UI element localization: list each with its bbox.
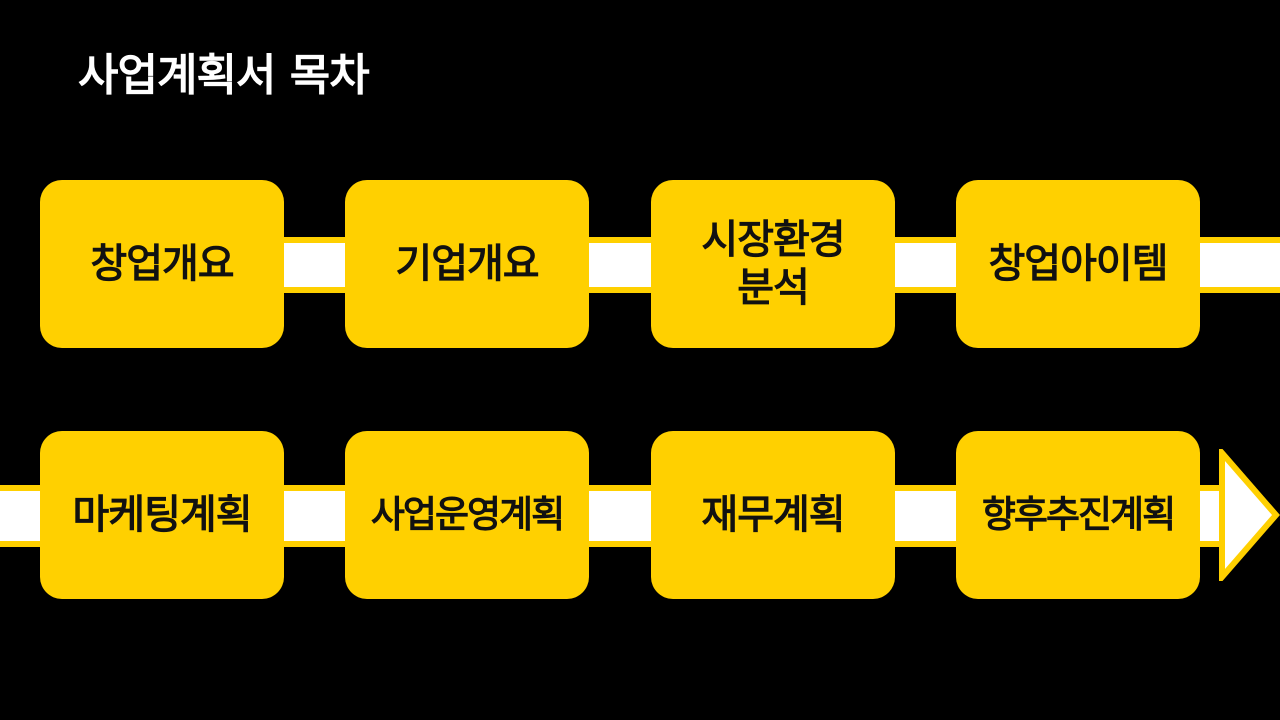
- step-box-8: 향후추진계획: [956, 431, 1200, 599]
- step-box-1: 창업개요: [40, 180, 284, 348]
- page-title: 사업계획서 목차: [78, 50, 370, 101]
- step-box-6: 사업운영계획: [345, 431, 589, 599]
- step-box-4: 창업아이템: [956, 180, 1200, 348]
- step-box-5: 마케팅계획: [40, 431, 284, 599]
- arrow-head-icon: [1219, 449, 1280, 581]
- step-box-2: 기업개요: [345, 180, 589, 348]
- step-box-7: 재무계획: [651, 431, 895, 599]
- step-box-3: 시장환경 분석: [651, 180, 895, 348]
